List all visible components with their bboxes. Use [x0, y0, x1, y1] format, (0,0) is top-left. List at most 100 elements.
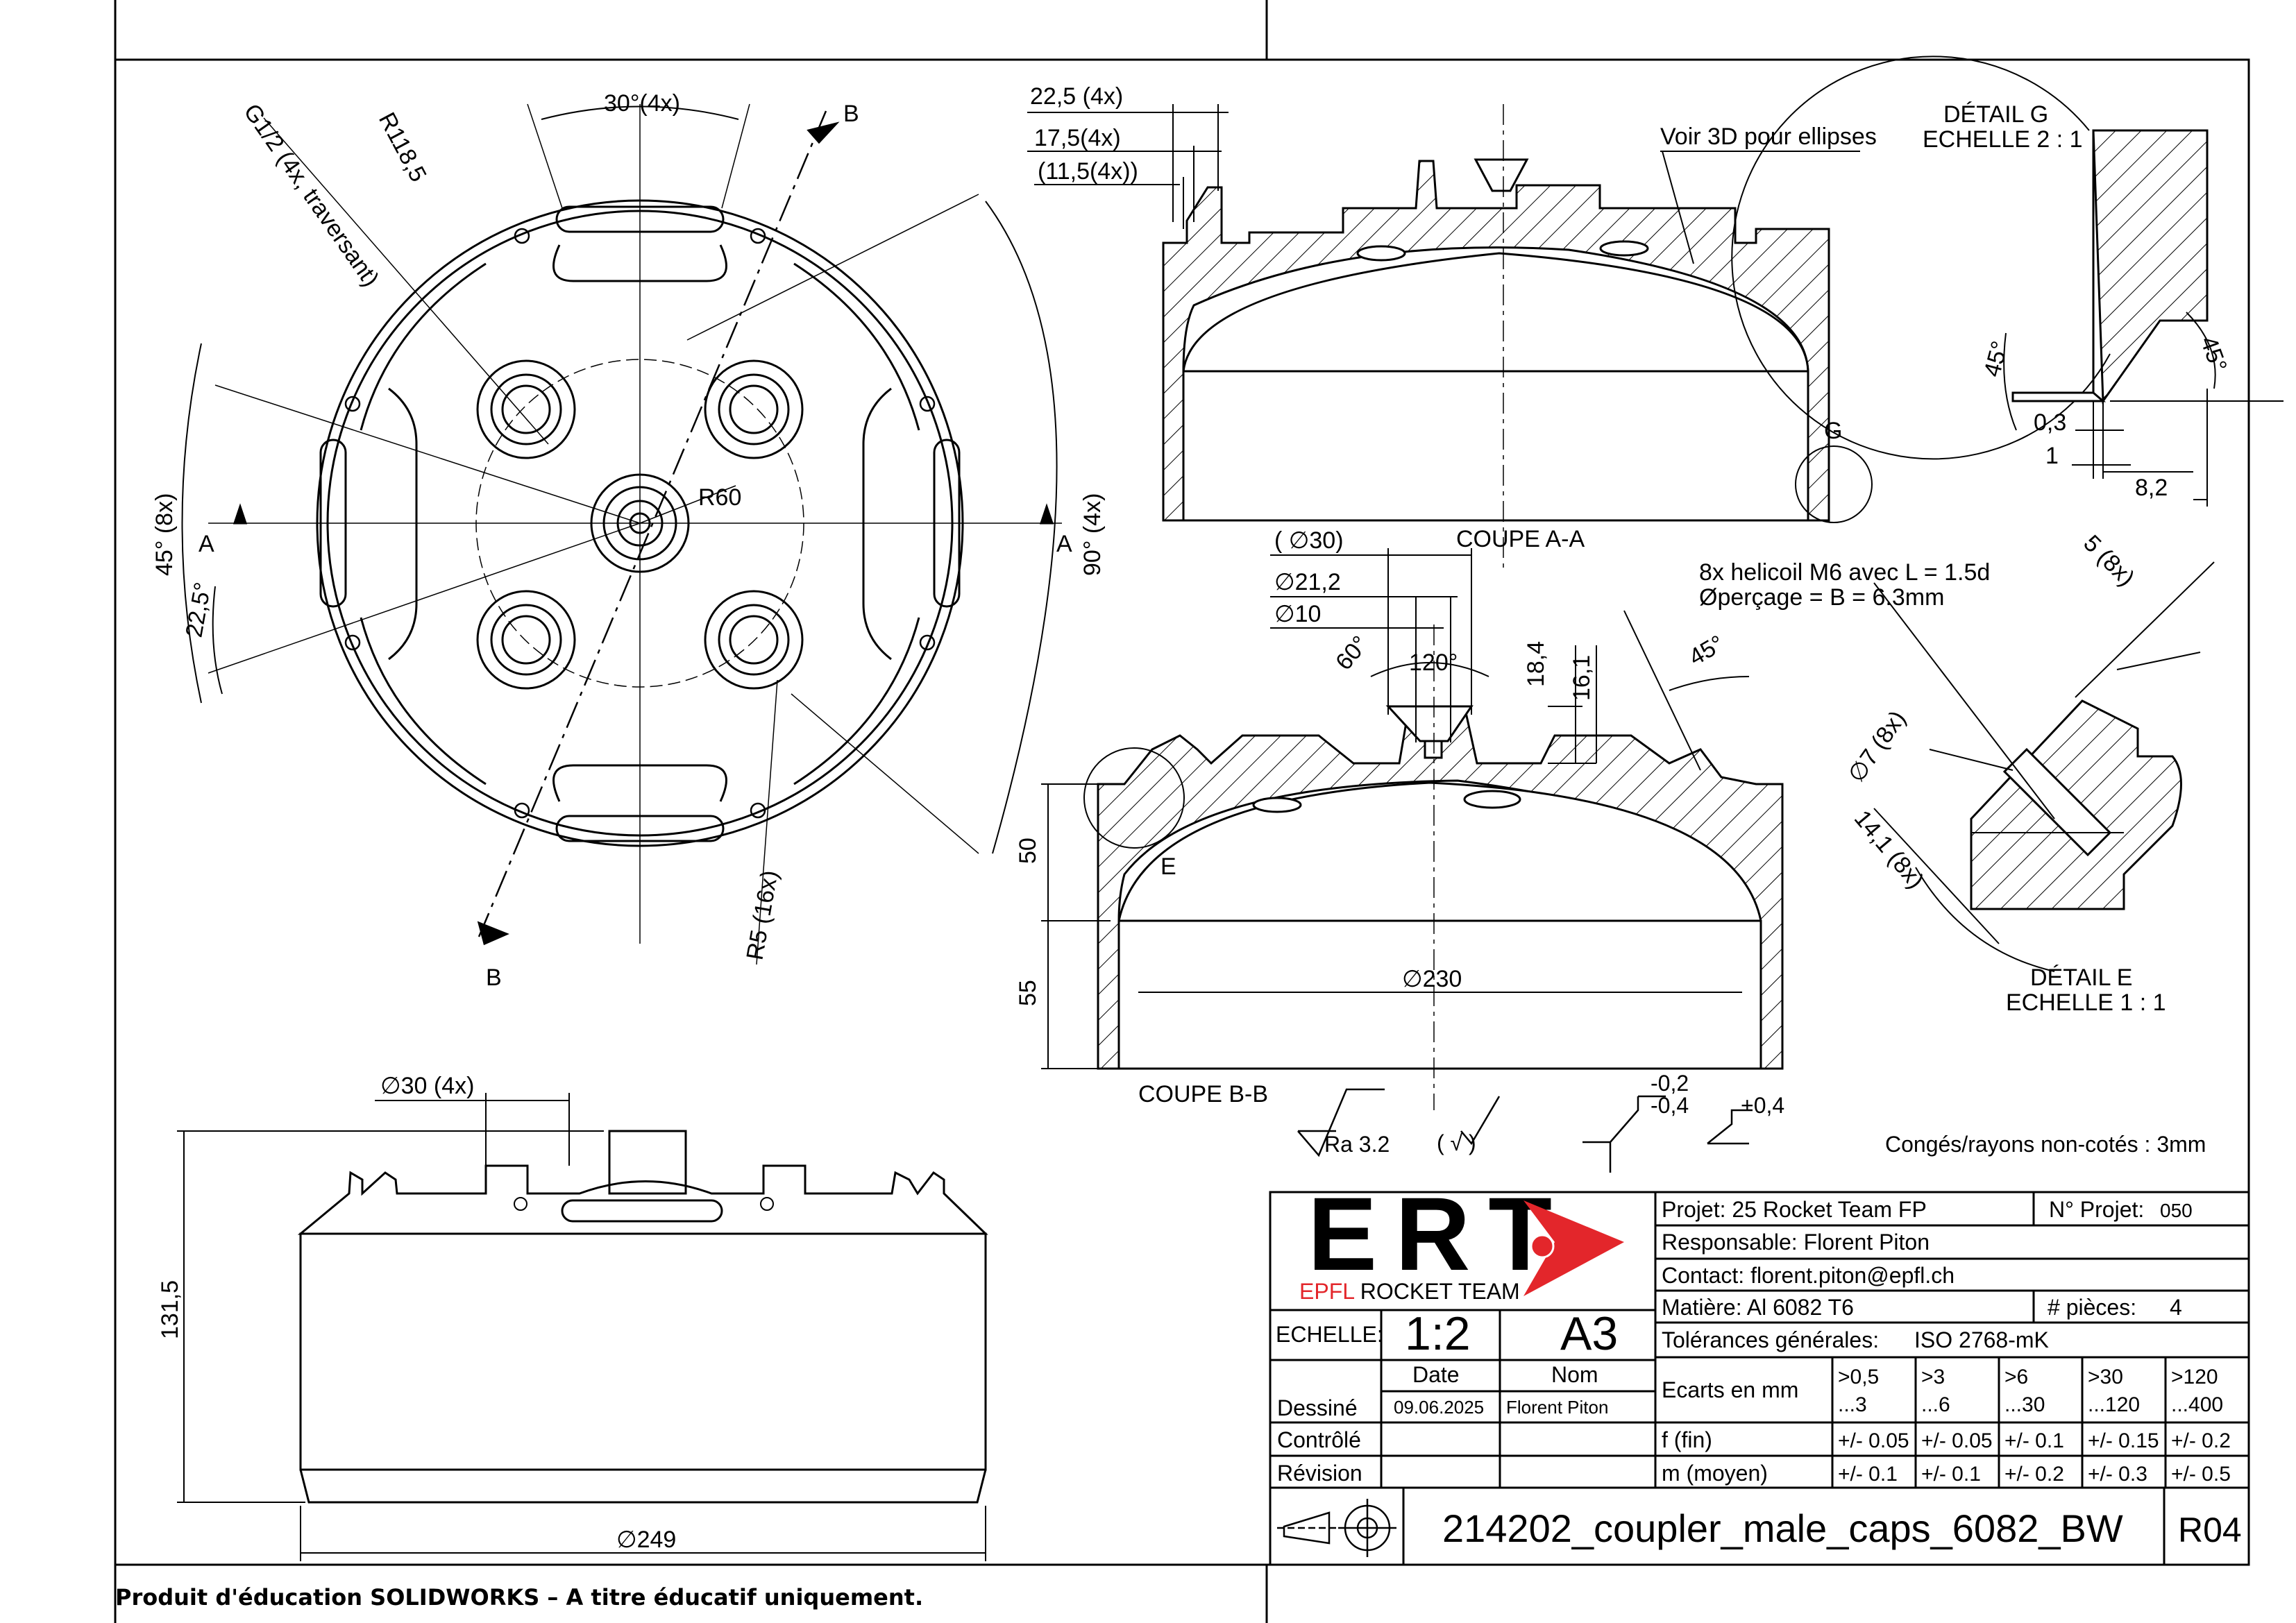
tolerances-label: Tolérances générales:	[1662, 1327, 1879, 1352]
range-low-label: >6	[2004, 1366, 2028, 1388]
echelle-label: ECHELLE:	[1276, 1322, 1383, 1347]
section-bb-title: COUPE B-B	[1138, 1081, 1268, 1107]
tol-lower-label: -0,4	[1651, 1093, 1689, 1118]
logo-text: ERT	[1308, 1175, 1570, 1292]
angle-45-bb-label: 45°	[1685, 630, 1729, 671]
angle-45-right-label: 45°	[2195, 333, 2231, 375]
angle-45-left-label: 45°	[1979, 339, 2014, 380]
row-revision-label: Révision	[1277, 1461, 1362, 1486]
contact-label: Contact: florent.piton@epfl.ch	[1662, 1263, 1955, 1288]
dim-d30-4x-label: ∅30 (4x)	[380, 1073, 474, 1099]
dim-d21-label: ∅21,2	[1274, 569, 1341, 595]
ecarts-label: Ecarts en mm	[1662, 1377, 1798, 1402]
dim-d10-label: ∅10	[1274, 601, 1321, 627]
range-low-label: >0,5	[1838, 1366, 1879, 1388]
range-low-label: >3	[1921, 1366, 1945, 1388]
dim-22-5-label: 22,5 (4x)	[1030, 83, 1123, 110]
no-projet-value: 050	[2160, 1200, 2193, 1221]
part-name: 214202_coupler_male_caps_6082_BW	[1442, 1506, 2123, 1550]
side-view-labels: ∅30 (4x) 131,5 ∅249	[157, 1073, 676, 1553]
no-projet-label: N° Projet:	[2049, 1197, 2144, 1222]
section-aa	[1027, 104, 1873, 569]
section-bb-labels: ( ∅30) ∅21,2 ∅10 60° 120° 18,4 16,1 45° …	[1015, 527, 1990, 1107]
pieces-label: # pièces:	[2048, 1295, 2136, 1320]
education-footer: Produit d'éducation SOLIDWORKS – A titre…	[115, 1584, 924, 1611]
range-high-label: ...6	[1921, 1393, 1950, 1416]
angle-45-label: 45° (8x)	[151, 493, 178, 576]
echelle-value: 1:2	[1405, 1307, 1471, 1360]
radius-60-label: R60	[698, 484, 741, 511]
dim-131-5-label: 131,5	[157, 1280, 183, 1339]
fin-tolerance-value: +/- 0.15	[2088, 1429, 2159, 1452]
detail-e	[1873, 561, 2215, 972]
range-low-label: >30	[2088, 1366, 2123, 1388]
dim-0-3-label: 0,3	[2034, 409, 2066, 436]
row-dessine-label: Dessiné	[1277, 1395, 1358, 1420]
section-aa-labels: 22,5 (4x) 17,5(4x) (11,5(4x)) Voir 3D po…	[1030, 83, 1877, 552]
row-dessine-date: 09.06.2025	[1394, 1397, 1484, 1418]
fin-tolerance-value: +/- 0.05	[1838, 1429, 1909, 1452]
thread-note-label: G1/2 (4x, traversant)	[238, 99, 384, 291]
dim-5-label: 5 (8x)	[2078, 530, 2139, 591]
detail-g-marker: G	[1824, 418, 1842, 444]
fin-label: f (fin)	[1662, 1427, 1712, 1452]
moyen-tolerance-value: +/- 0.5	[2171, 1463, 2231, 1486]
dim-249-label: ∅249	[616, 1527, 676, 1553]
col-date-label: Date	[1412, 1362, 1460, 1387]
fin-tolerance-value: +/- 0.05	[1921, 1429, 1993, 1452]
angle-90-label: 90° (4x)	[1079, 493, 1106, 576]
angle-120-label: 120°	[1409, 649, 1458, 676]
range-high-label: ...3	[1838, 1393, 1867, 1416]
dim-1-label: 1	[2045, 443, 2059, 469]
sheet-frame	[114, 0, 2250, 1623]
side-view	[177, 1093, 988, 1561]
dim-55-label: 55	[1015, 980, 1041, 1006]
projet-label: Projet: 25 Rocket Team FP	[1662, 1197, 1927, 1222]
dim-17-5-label: 17,5(4x)	[1034, 125, 1121, 151]
moyen-tolerance-value: +/- 0.1	[1921, 1463, 1981, 1486]
angle-60-label: 60°	[1331, 631, 1374, 675]
dim-18-4-label: 18,4	[1523, 641, 1549, 687]
annotation-labels: Ra 3.2 ( √ ) -0,2 -0,4 +0,4 Congés/rayon…	[1324, 1071, 2206, 1157]
angle-22-5-label: 22,5°	[180, 580, 216, 639]
moyen-tolerance-value: +/- 0.1	[1838, 1463, 1898, 1486]
ert-logo: ERT EPFL ROCKET TEAM	[1299, 1175, 1624, 1304]
pieces-value: 4	[2170, 1295, 2182, 1320]
range-high-label: ...30	[2004, 1393, 2045, 1416]
detail-e-title: DÉTAIL E	[2030, 965, 2132, 991]
logo-sub-epfl: EPFL ROCKET TEAM	[1299, 1279, 1520, 1304]
section-bb	[1041, 548, 1784, 1110]
radius-5-label: R5 (16x)	[741, 868, 783, 962]
moyen-label: m (moyen)	[1662, 1461, 1768, 1486]
tolerances-value: ISO 2768-mK	[1914, 1327, 2049, 1352]
detail-g-title: DÉTAIL G	[1943, 101, 2048, 128]
dim-50-label: 50	[1015, 838, 1041, 864]
detail-e-marker: E	[1160, 853, 1176, 880]
helicoil-note-2: Øperçage = B = 6.3mm	[1699, 584, 1944, 611]
dim-14-1-label: 14,1 (8x)	[1849, 806, 1929, 894]
dim-230-label: ∅230	[1402, 966, 1462, 992]
dim-8-2-label: 8,2	[2135, 475, 2168, 501]
revision-value: R04	[2178, 1511, 2242, 1549]
fillets-note: Congés/rayons non-cotés : 3mm	[1885, 1132, 2206, 1157]
tol-plus-label: +0,4	[1741, 1093, 1784, 1118]
section-b-top-label: B	[843, 101, 859, 127]
range-low-label: >120	[2171, 1366, 2218, 1388]
row-dessine-nom: Florent Piton	[1506, 1397, 1608, 1418]
tol-upper-label: -0,2	[1651, 1071, 1689, 1096]
section-a-right-label: A	[1056, 531, 1072, 557]
col-nom-label: Nom	[1551, 1362, 1598, 1387]
dim-16-1-label: 16,1	[1569, 655, 1595, 701]
section-a-left-label: A	[199, 531, 214, 557]
projection-symbol-icon	[1277, 1499, 1396, 1557]
section-aa-title: COUPE A-A	[1456, 526, 1585, 552]
radius-118-label: R118,5	[373, 108, 432, 186]
roughness-label: Ra 3.2	[1324, 1132, 1390, 1157]
title-block-text: ECHELLE: 1:2 A3 Projet: 25 Rocket Team F…	[1276, 1197, 2242, 1550]
range-high-label: ...120	[2088, 1393, 2140, 1416]
fin-tolerance-value: +/- 0.1	[2004, 1429, 2064, 1452]
dim-d30-label: ( ∅30)	[1274, 527, 1344, 554]
moyen-tolerance-value: +/- 0.2	[2004, 1463, 2064, 1486]
responsable-label: Responsable: Florent Piton	[1662, 1230, 1930, 1255]
annotations	[1297, 1088, 1753, 1173]
